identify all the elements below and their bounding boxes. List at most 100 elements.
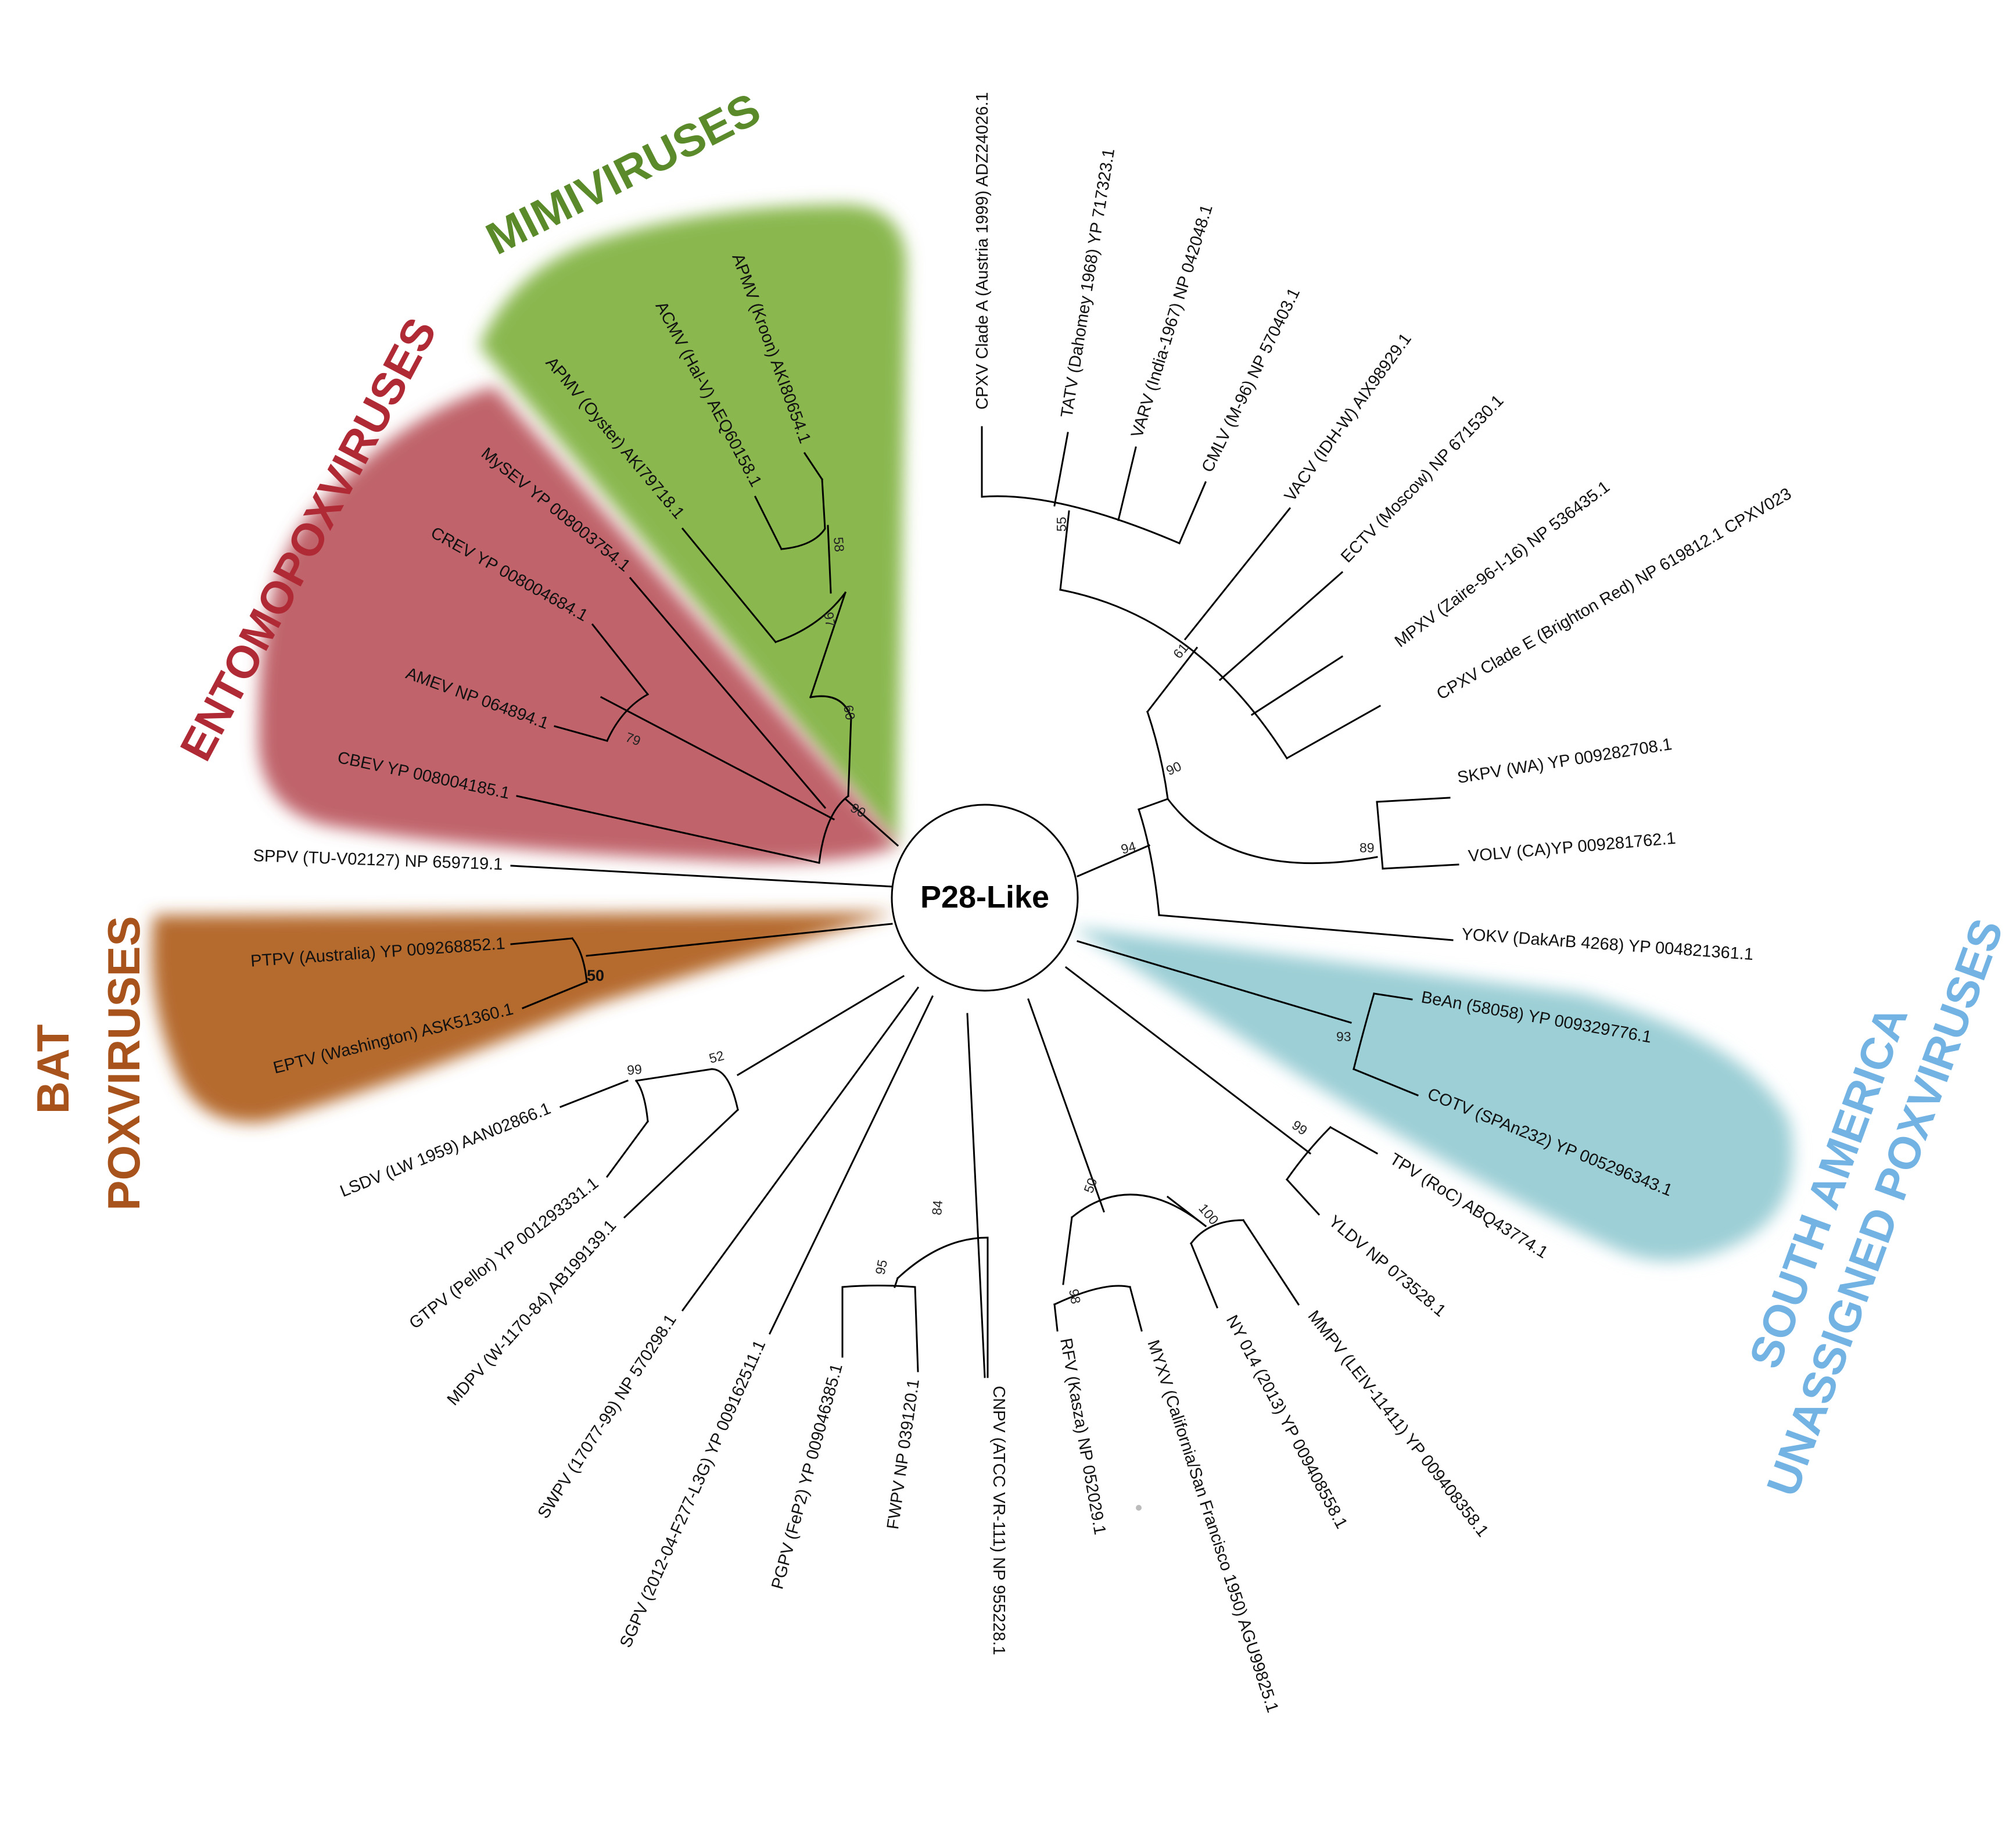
- branch-root-cnpv: [966, 1013, 986, 1378]
- branch-sgpv: [768, 995, 934, 1335]
- branch-61-55: [1059, 510, 1070, 591]
- branch-volv: [1382, 863, 1459, 870]
- branch-root-90b: [844, 797, 899, 847]
- branch-sppv: [510, 865, 895, 888]
- branch-lsdv: [559, 1080, 629, 1108]
- bat-poxviruses-highlight: [152, 912, 895, 1123]
- branch-apmv-oyster: [681, 527, 777, 644]
- branch-ectv: [1218, 571, 1344, 682]
- bootstrap-99-capripox: 99: [626, 1062, 643, 1078]
- leaf-mpxv: MPXV (Zaire-96-I-16) NP 536435.1: [1391, 478, 1613, 651]
- branch-94-split: [1138, 808, 1160, 916]
- branch-52-99: [635, 1068, 713, 1082]
- bootstrap-58: 58: [831, 536, 847, 553]
- bootstrap-84: 84: [929, 1199, 945, 1216]
- branch-50a-98: [1062, 1216, 1073, 1285]
- clade-backgrounds: [152, 205, 1793, 1261]
- bootstrap-52: 52: [708, 1048, 726, 1066]
- bat-title-line1: BAT: [27, 1024, 78, 1114]
- root-label: P28-Like: [920, 880, 1049, 915]
- branch-ptpv: [510, 937, 573, 945]
- branch-90-61: [1146, 646, 1199, 714]
- branch-90-arc: [1146, 711, 1169, 800]
- leaf-ectv: ECTV (Moscow) NP 671530.1: [1337, 392, 1507, 567]
- branch-cmlv: [1178, 481, 1207, 544]
- branch-amev: [554, 725, 608, 742]
- branch-root-94: [1077, 844, 1150, 877]
- bootstrap-90-orthopox: 90: [1164, 758, 1183, 778]
- branch-crev: [591, 623, 650, 696]
- branch-eptv: [522, 981, 588, 1009]
- bootstrap-93: 93: [1336, 1029, 1351, 1044]
- leaf-sgpv: SGPV (2012-04-F277-L3G) YP 009162511.1: [616, 1338, 769, 1651]
- root-node-circle: [891, 804, 1079, 992]
- branch-swpv: [681, 986, 920, 1312]
- leaf-yokv: YOKV (DakArB 4268) YP 004821361.1: [1461, 925, 1755, 964]
- bootstrap-99-tpv: 99: [1289, 1117, 1310, 1138]
- branch-root-52: [736, 974, 905, 1077]
- branch-58-arc: [780, 478, 826, 550]
- leaf-sppv: SPPV (TU-V02127) NP 659719.1: [253, 847, 503, 874]
- branch-cpxv-e: [1285, 704, 1382, 760]
- bootstrap-98: 98: [1066, 1288, 1084, 1305]
- branch-root-50a: [1027, 998, 1105, 1213]
- branch-mysev: [629, 576, 827, 809]
- branch-90-89: [1166, 797, 1378, 865]
- branch-97-arc: [774, 591, 847, 643]
- branch-84-95: [894, 1277, 899, 1288]
- bootstrap-95: 95: [872, 1259, 890, 1276]
- branch-52-arc: [711, 1068, 739, 1111]
- leaf-cpxv-clade-a: CPXV Clade A (Austria 1999) ADZ24026.1: [973, 92, 992, 410]
- leaf-swpv: SWPV (17077-99) NP 570298.1: [535, 1311, 680, 1522]
- branch-acmv: [754, 495, 783, 551]
- branch-skpv: [1376, 797, 1451, 803]
- branch-ny014: [1190, 1242, 1218, 1308]
- branch-vacv: [1183, 507, 1292, 641]
- branch-90b-60: [847, 716, 852, 797]
- branch-myxv: [1129, 1286, 1143, 1332]
- branch-60-arc: [809, 695, 852, 719]
- leaf-skpv: SKPV (WA) YP 009282708.1: [1456, 735, 1673, 787]
- branch-tatv: [1053, 432, 1069, 507]
- branch-mpxv: [1250, 655, 1344, 716]
- bootstrap-55: 55: [1054, 517, 1069, 532]
- branch-cotv: [1353, 1068, 1419, 1096]
- branch-84-arc: [896, 1236, 989, 1378]
- bootstrap-97: 97: [821, 611, 838, 628]
- branch-mdpv: [623, 1108, 740, 1219]
- branch-50a-100: [1166, 1195, 1207, 1228]
- branch-root-99a: [1064, 966, 1312, 1155]
- leaf-cmlv: CMLV (M-96) NP 570403.1: [1199, 285, 1304, 475]
- branch-55-arc: [981, 495, 1181, 544]
- leaf-tatv: TATV (Dahomey 1968) YP 717323.1: [1057, 147, 1118, 419]
- leaf-fwpv: FWPV NP 039120.1: [884, 1378, 923, 1531]
- leaf-pgpv: PGPV (FeP2) YP 009046385.1: [768, 1362, 846, 1591]
- bootstrap-60: 60: [841, 704, 858, 721]
- tree-branches: [510, 426, 1459, 1378]
- branch-gtpv: [605, 1120, 650, 1178]
- leaf-volv: VOLV (CA)YP 009281762.1: [1468, 829, 1677, 866]
- branch-93-arc: [1353, 992, 1375, 1070]
- leaf-cpxv-clade-e: CPXV Clade E (Brighton Red) NP 619812.1 …: [1434, 485, 1795, 704]
- branch-100-arc: [1189, 1219, 1244, 1245]
- branch-95-arc: [841, 1285, 919, 1372]
- mimiviruses-highlight: [479, 205, 906, 845]
- branch-root-93: [1077, 940, 1352, 1024]
- leaf-lsdv: LSDV (LW 1959) AAN02866.1: [338, 1099, 554, 1201]
- branch-cbev: [516, 795, 820, 864]
- branch-98-arc: [1053, 1285, 1131, 1306]
- branch-79-arc: [606, 693, 650, 742]
- branch-94-90: [1138, 798, 1169, 811]
- branch-yldv: [1285, 1178, 1321, 1216]
- leaf-cnpv: CNPV (ATCC VR-111) NP 955228.1: [989, 1386, 1008, 1655]
- bootstrap-94: 94: [1120, 838, 1138, 857]
- south-america-highlight: [1072, 927, 1793, 1261]
- branch-rfv: [1053, 1303, 1059, 1332]
- leaf-vacv: VACV (IDH-W) AIX98929.1: [1281, 330, 1415, 505]
- branch-tpv: [1329, 1125, 1379, 1155]
- branch-yokv: [1158, 914, 1454, 941]
- branch-99b-arc: [634, 1079, 649, 1123]
- branch-mmpv: [1242, 1218, 1300, 1306]
- branch-bean: [1373, 992, 1413, 1001]
- leaf-mdpv: MDPV (W-1170-84) AB199139.1: [444, 1216, 620, 1409]
